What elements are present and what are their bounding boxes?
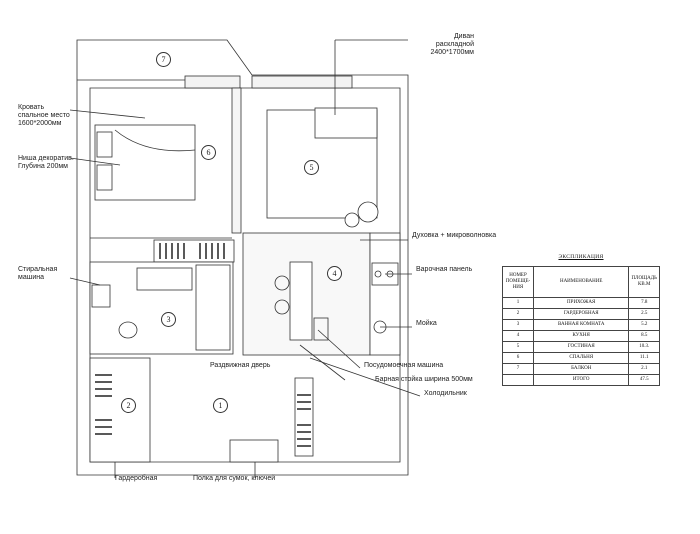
balcony-outline	[76, 39, 409, 476]
table-cell: ГАРДЕРОБНАЯ	[532, 308, 630, 320]
label-sofa: Диван раскладной 2400*1700мм	[430, 33, 475, 56]
table-cell: 8.5	[628, 330, 660, 342]
entry-door-niche	[229, 439, 279, 463]
bed-pillow	[96, 164, 113, 191]
leader-line	[69, 277, 101, 286]
table-header-row: НОМЕР ПОМЕЩЕ- НИЯ НАИМЕНОВАНИЕ ПЛОЩАДЬ К…	[502, 266, 660, 298]
label-dishwasher: Посудомоечная машина	[364, 362, 444, 369]
washbasin	[136, 267, 193, 291]
table-cell: 6	[502, 352, 534, 364]
bar-counter	[289, 261, 313, 341]
label-niche: Ниша декоратив. Глубина 200мм	[18, 155, 74, 170]
label-sink: Мойка	[416, 320, 437, 327]
room-number-6: 6	[201, 145, 216, 160]
balcony-window	[251, 75, 353, 89]
room-number-4: 4	[327, 266, 342, 281]
label-sliding-door: Раздвижная дверь	[210, 362, 271, 369]
explication-grid: НОМЕР ПОМЕЩЕ- НИЯ НАИМЕНОВАНИЕ ПЛОЩАДЬ К…	[502, 266, 660, 386]
table-cell	[502, 374, 534, 386]
table-cell: СПАЛЬНЯ	[532, 352, 630, 364]
column-header: НОМЕР ПОМЕЩЕ- НИЯ	[502, 266, 534, 298]
table-cell: ПРИХОЖАЯ	[532, 297, 630, 309]
label-fridge: Холодильник	[424, 390, 467, 397]
table-cell: КУХНЯ	[532, 330, 630, 342]
column-header: ПЛОЩАДЬ КВ.М	[628, 266, 660, 298]
leader-line	[317, 329, 361, 369]
table-cell: ГОСТИНАЯ	[532, 341, 630, 353]
explication-table: ЭКСПЛИКАЦИЯ НОМЕР ПОМЕЩЕ- НИЯ НАИМЕНОВАН…	[502, 254, 660, 386]
bathtub	[195, 264, 231, 351]
table-cell: 10.3.	[628, 341, 660, 353]
room-number-2: 2	[121, 398, 136, 413]
partition-wall	[231, 87, 242, 234]
room-number-5: 5	[304, 160, 319, 175]
table-cell: 4	[502, 330, 534, 342]
plant	[357, 201, 379, 223]
leader-line	[309, 357, 421, 397]
toilet	[118, 321, 138, 339]
table-cell: 3	[502, 319, 534, 331]
label-bar-counter: Барная стойка ширина 500мм	[375, 376, 473, 383]
table-cell: ИТОГО	[532, 374, 630, 386]
table-cell: 1	[502, 297, 534, 309]
label-wardrobe: Гардеробная	[115, 475, 158, 482]
shoe-rack	[294, 377, 314, 457]
leader-line	[334, 39, 408, 115]
table-cell: 2	[502, 308, 534, 320]
bed-pillow	[96, 131, 113, 158]
wardrobe-room	[89, 357, 151, 463]
balcony-window	[184, 75, 241, 89]
label-oven: Духовка + микроволновка	[412, 232, 497, 239]
kitchen-counter	[369, 232, 401, 356]
room-number-3: 3	[161, 312, 176, 327]
room-number-7: 7	[156, 52, 171, 67]
table-cell: 7	[502, 363, 534, 375]
label-shelf: Полка для сумок, ключей	[193, 475, 276, 482]
label-washer: Стиральная машина	[18, 266, 58, 281]
table-cell: ВАННАЯ КОМНАТА	[532, 319, 630, 331]
table-cell: 47.5	[628, 374, 660, 386]
table-cell: 2.1	[628, 363, 660, 375]
leader-line	[69, 157, 121, 166]
table-cell: 2.5	[628, 308, 660, 320]
table-cell: 5	[502, 341, 534, 353]
sofa-back	[314, 107, 378, 139]
table-cell: 7.8	[628, 297, 660, 309]
room-number-1: 1	[213, 398, 228, 413]
table-cell: БАЛКОН	[532, 363, 630, 375]
label-hob: Варочная панель	[416, 266, 473, 273]
table-cell: 5.2	[628, 319, 660, 331]
explication-title: ЭКСПЛИКАЦИЯ	[558, 254, 604, 260]
label-bed: Кровать спальное место 1600*2000мм	[18, 104, 70, 127]
leader-line	[69, 109, 146, 119]
table-cell: 11.1	[628, 352, 660, 364]
column-header: НАИМЕНОВАНИЕ	[532, 266, 630, 298]
